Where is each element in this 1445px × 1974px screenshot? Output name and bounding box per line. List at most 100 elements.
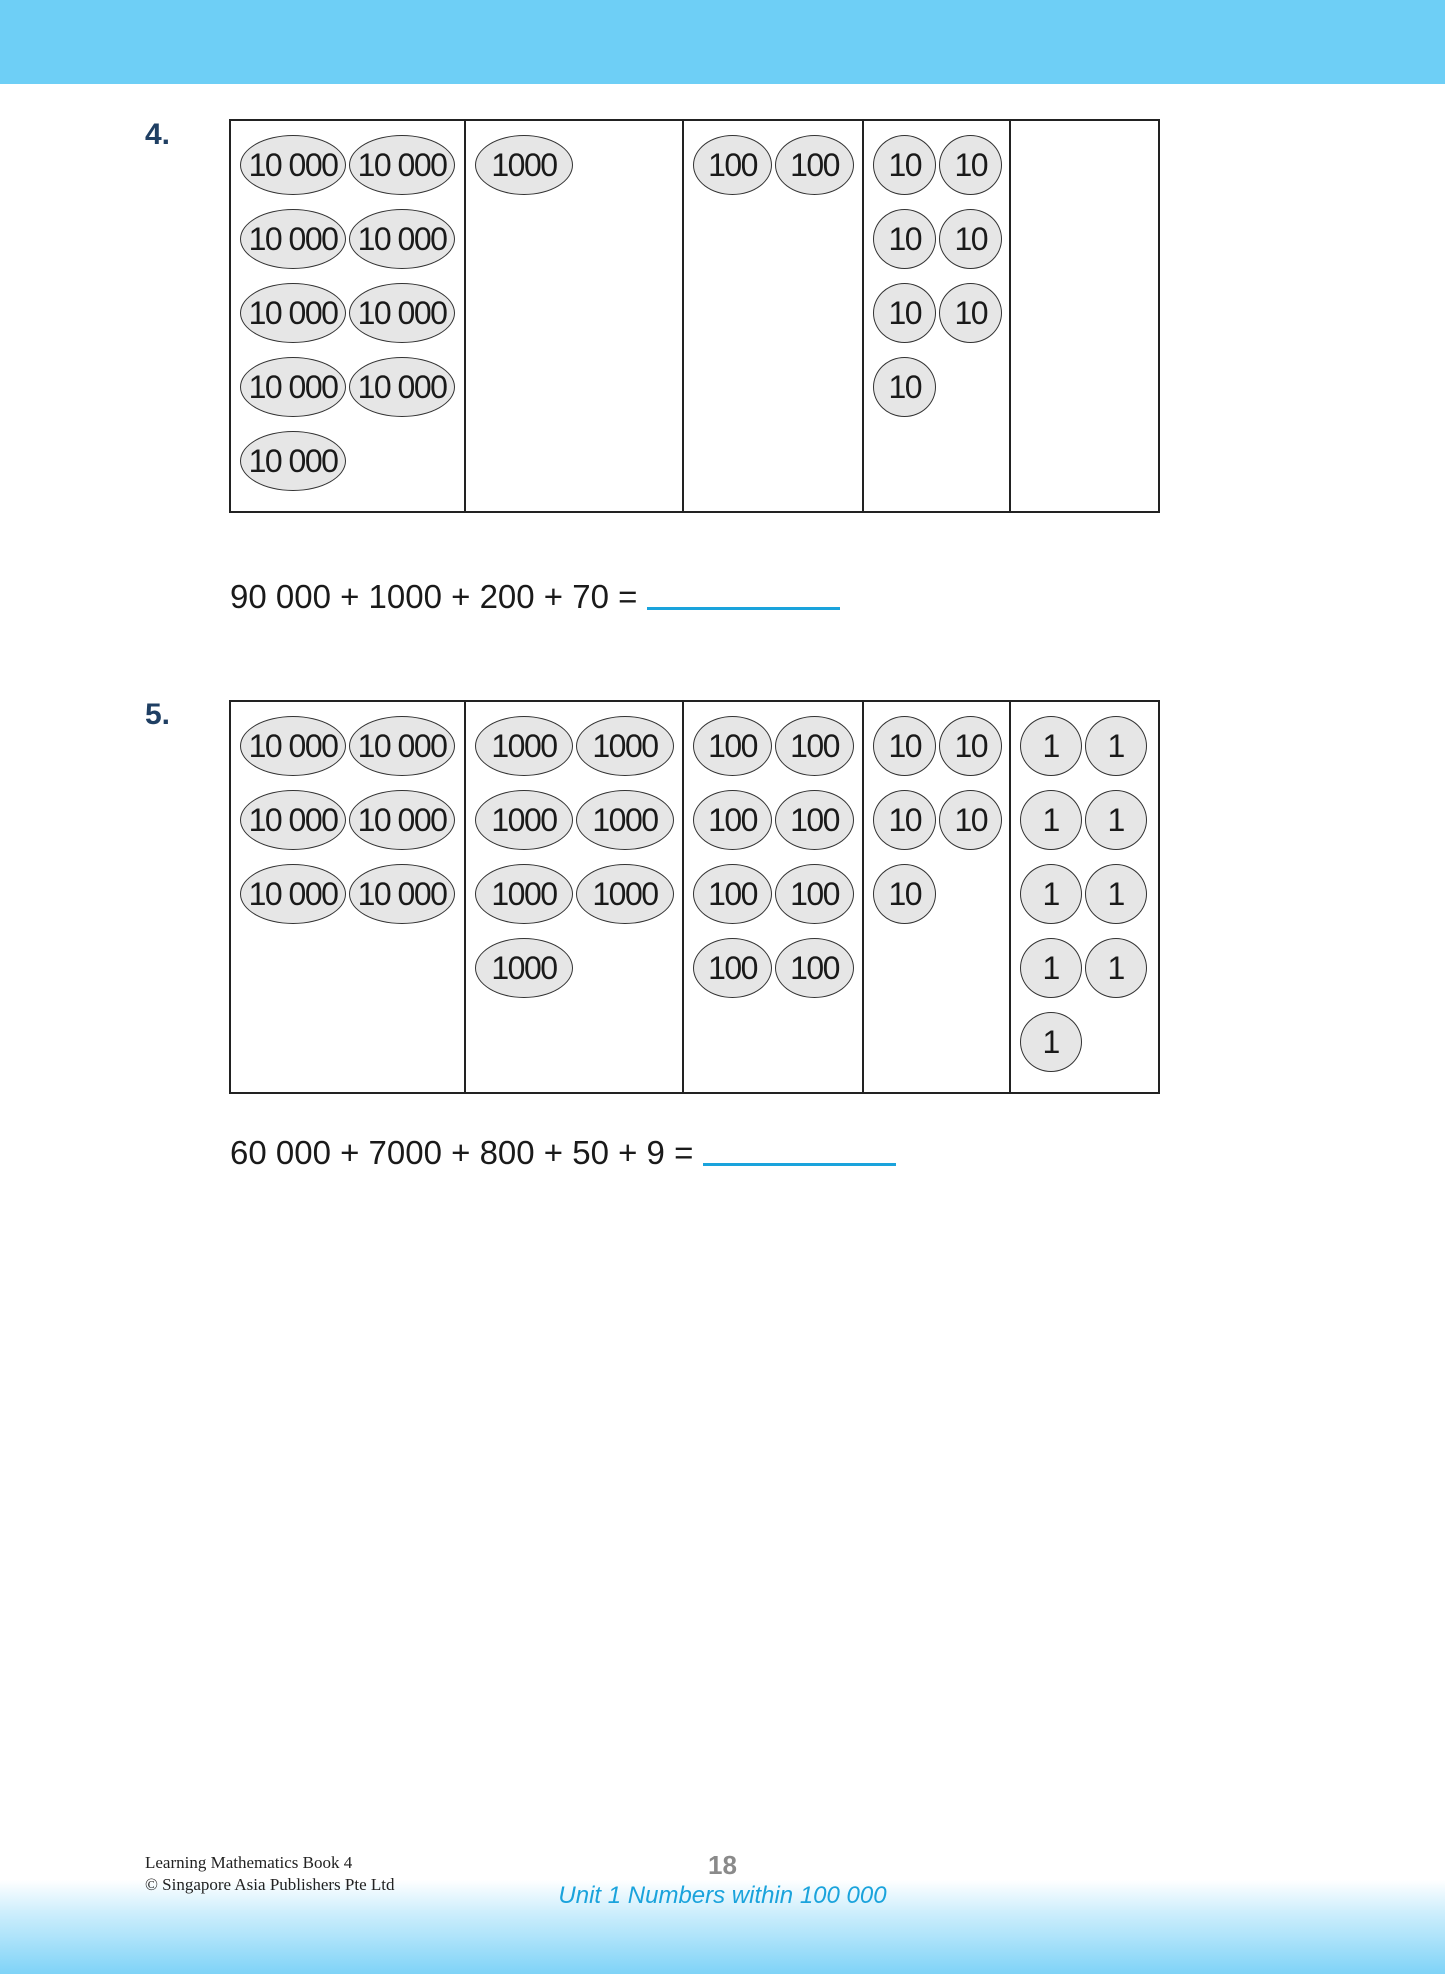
place-value-disc: 10 xyxy=(939,790,1003,850)
equation-q5: 60 000 + 7000 + 800 + 50 + 9 = xyxy=(230,1134,897,1172)
place-value-disc: 1 xyxy=(1084,864,1147,924)
place-value-disc: 10 000 xyxy=(349,357,455,417)
place-value-disc: 10 xyxy=(873,209,937,269)
place-value-disc: 1000 xyxy=(575,790,674,850)
place-value-disc: 10 000 xyxy=(349,864,455,924)
place-value-disc: 100 xyxy=(775,938,855,998)
place-value-disc: 10 xyxy=(939,283,1003,343)
disc-row: 10 000 xyxy=(240,431,464,505)
place-value-disc: 100 xyxy=(775,135,855,195)
place-value-disc: 1000 xyxy=(575,864,674,924)
place-value-disc: 1 xyxy=(1084,716,1147,776)
place-value-disc: 1000 xyxy=(575,716,674,776)
place-value-disc: 1000 xyxy=(474,864,573,924)
place-value-disc: 10 xyxy=(873,864,937,924)
equation-q4: 90 000 + 1000 + 200 + 70 = xyxy=(230,578,841,616)
place-value-column xyxy=(1011,121,1158,511)
equation-text-q5: 60 000 + 7000 + 800 + 50 + 9 = xyxy=(230,1134,694,1171)
place-value-disc: 10 000 xyxy=(240,357,346,417)
equation-text-q4: 90 000 + 1000 + 200 + 70 = xyxy=(230,578,638,615)
place-value-disc: 10 xyxy=(873,790,937,850)
place-value-disc: 10 xyxy=(873,135,937,195)
place-value-disc: 100 xyxy=(693,938,773,998)
place-value-disc: 100 xyxy=(693,135,773,195)
answer-blank-q5[interactable] xyxy=(703,1163,897,1166)
place-value-column: 1000 xyxy=(466,121,685,511)
place-value-disc: 1 xyxy=(1084,938,1147,998)
answer-blank-q4[interactable] xyxy=(647,607,841,610)
place-value-disc: 100 xyxy=(693,790,773,850)
question-4-number: 4. xyxy=(145,118,171,151)
place-value-disc: 10 000 xyxy=(349,716,455,776)
place-value-disc: 10 000 xyxy=(240,716,346,776)
place-value-disc: 10 000 xyxy=(349,209,455,269)
disc-row: 10 xyxy=(873,864,1008,938)
place-value-disc: 1000 xyxy=(474,716,573,776)
place-value-disc: 10 xyxy=(939,209,1003,269)
place-value-disc: 100 xyxy=(775,864,855,924)
disc-row: 1000 xyxy=(474,938,682,1012)
footer-copyright: © Singapore Asia Publishers Pte Ltd xyxy=(145,1875,395,1894)
place-value-disc: 10 xyxy=(873,716,937,776)
place-value-disc: 10 000 xyxy=(349,135,455,195)
top-color-band xyxy=(0,0,1445,84)
place-value-disc: 100 xyxy=(693,716,773,776)
place-value-disc: 10 000 xyxy=(349,790,455,850)
place-value-disc: 10 000 xyxy=(349,283,455,343)
place-value-disc: 1 xyxy=(1084,790,1147,850)
bottom-color-band xyxy=(0,1880,1445,1974)
place-value-disc: 10 000 xyxy=(240,790,346,850)
unit-title: Unit 1 Numbers within 100 000 xyxy=(558,1882,887,1909)
place-value-disc: 10 000 xyxy=(240,864,346,924)
place-value-disc: 1 xyxy=(1019,938,1082,998)
place-value-disc: 1000 xyxy=(474,135,573,195)
place-value-disc: 100 xyxy=(693,864,773,924)
page-number: 18 xyxy=(708,1850,737,1880)
place-value-disc: 1 xyxy=(1019,1012,1082,1072)
place-value-disc: 100 xyxy=(775,790,855,850)
place-value-disc: 10 000 xyxy=(240,283,346,343)
place-value-disc: 1 xyxy=(1019,790,1082,850)
place-value-disc: 1000 xyxy=(474,790,573,850)
place-value-disc: 1 xyxy=(1019,864,1082,924)
place-value-disc: 10 000 xyxy=(240,431,346,491)
disc-row: 1000 xyxy=(474,135,682,209)
disc-row: 1 xyxy=(1019,1012,1158,1086)
question-5-number: 5. xyxy=(145,698,171,731)
footer-publisher-info: Learning Mathematics Book 4 © Singapore … xyxy=(145,1852,395,1896)
footer-book-title: Learning Mathematics Book 4 xyxy=(145,1853,353,1872)
place-value-disc: 10 xyxy=(873,357,937,417)
place-value-disc: 1000 xyxy=(474,938,573,998)
place-value-disc: 10 xyxy=(873,283,937,343)
place-value-disc: 10 xyxy=(939,716,1003,776)
place-value-disc: 10 000 xyxy=(240,135,346,195)
